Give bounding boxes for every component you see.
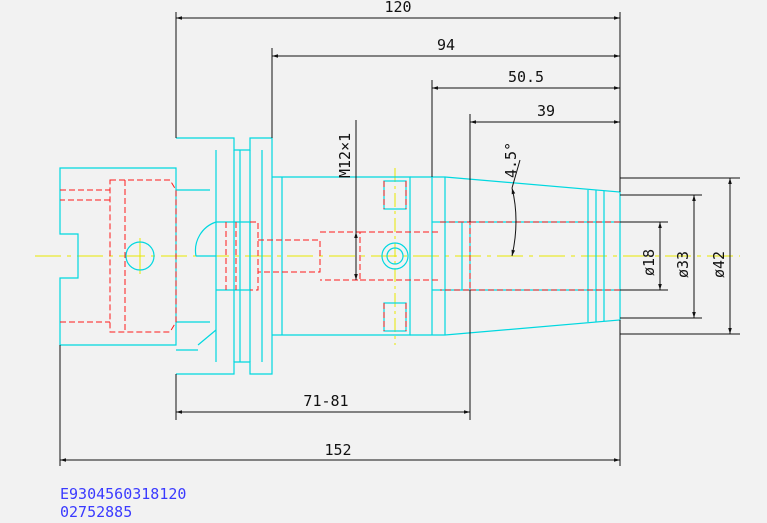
dim-label-d18: ø18: [640, 249, 658, 276]
holder-outline: [59, 137, 621, 375]
dim-label-120: 120: [384, 0, 411, 16]
dim-label-d33: ø33: [674, 251, 692, 278]
dimension-lines: [60, 16, 732, 462]
dim-label-152: 152: [324, 441, 351, 459]
dim-label-angle: 4.5°: [502, 142, 520, 178]
dim-label-50-5: 50.5: [508, 68, 544, 86]
hidden-lines: [60, 179, 620, 333]
dim-label-94: 94: [437, 36, 455, 54]
dim-label-39: 39: [537, 102, 555, 120]
part-code: E9304560318120: [60, 485, 186, 503]
dim-arc-angle: [511, 187, 517, 257]
item-code: 02752885: [60, 503, 132, 521]
part-codes: E9304560318120 02752885: [60, 485, 186, 521]
dim-label-d42: ø42: [710, 251, 728, 278]
dim-label-71-81: 71-81: [303, 392, 348, 410]
dimension-labels: 120 94 50.5 39 4.5° M12×1 ø18 ø33 ø42 71…: [303, 0, 728, 459]
dim-label-thread: M12×1: [336, 133, 354, 178]
extension-lines: [59, 12, 740, 466]
